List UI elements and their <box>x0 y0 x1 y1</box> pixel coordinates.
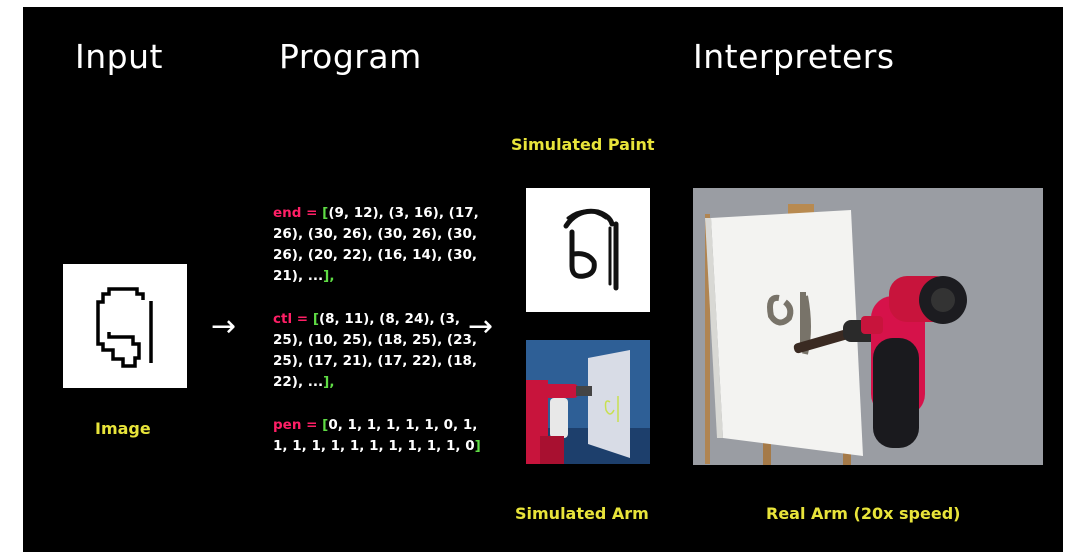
end-equals: = <box>301 205 323 221</box>
end-keyword: end <box>273 205 302 221</box>
code-pen: pen = [0, 1, 1, 1, 1, 1, 0, 1, 1, 1, 1, … <box>273 415 483 457</box>
pen-equals: = <box>301 417 323 433</box>
pen-keyword: pen <box>273 417 302 433</box>
image-label: Image <box>95 419 151 438</box>
ctl-equals: = <box>292 311 313 327</box>
end-open-bracket: [ <box>322 205 329 221</box>
simulated-arm-label: Simulated Arm <box>515 504 649 523</box>
ctl-values: (8, 11), (8, 24), (3, 25), (10, 25), (18… <box>273 311 478 390</box>
end-values: (9, 12), (3, 16), (17, 26), (30, 26), (3… <box>273 205 479 284</box>
program-header: Program <box>279 37 422 76</box>
input-header: Input <box>75 37 163 76</box>
input-image <box>63 264 187 388</box>
simulated-paint-image <box>526 188 650 312</box>
arrow-right-icon: → <box>211 309 237 344</box>
pen-close-bracket: ] <box>474 438 481 454</box>
arrow-right-icon: → <box>468 309 494 344</box>
simulated-arm-image <box>526 340 650 464</box>
pen-values: 0, 1, 1, 1, 1, 1, 0, 1, 1, 1, 1, 1, 1, 1… <box>273 417 478 454</box>
ctl-open-bracket: [ <box>312 311 319 327</box>
ctl-close-bracket: ], <box>323 374 335 390</box>
interpreters-header: Interpreters <box>693 37 895 76</box>
real-robot-painting-icon <box>693 188 1043 465</box>
end-close-bracket: ], <box>323 268 335 284</box>
pen-open-bracket: [ <box>322 417 329 433</box>
slide: Input Program Interpreters Image → → end… <box>23 7 1063 552</box>
code-ctl: ctl = [(8, 11), (8, 24), (3, 25), (10, 2… <box>273 309 483 393</box>
painted-glyph-icon <box>563 208 619 291</box>
glyph-drawing-icon <box>96 287 153 368</box>
real-arm-label: Real Arm (20x speed) <box>766 504 961 523</box>
code-end: end = [(9, 12), (3, 16), (17, 26), (30, … <box>273 203 483 287</box>
ctl-keyword: ctl <box>273 311 293 327</box>
simulated-robot-icon <box>526 340 650 464</box>
real-arm-photo <box>693 188 1043 465</box>
simulated-paint-label: Simulated Paint <box>511 135 655 154</box>
